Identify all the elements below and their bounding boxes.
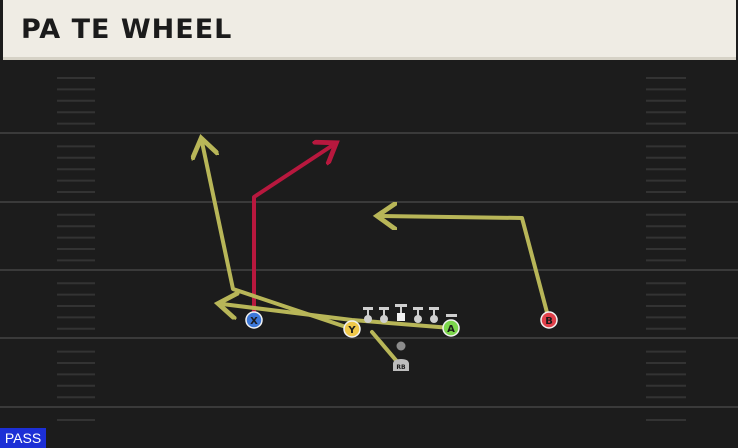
lineman-rt (429, 307, 439, 323)
te-block-mark (446, 314, 457, 317)
offensive-line (363, 304, 457, 323)
lineman-c (395, 304, 407, 321)
quarterback (396, 341, 406, 351)
lineman-lg (379, 307, 389, 323)
route-a-drag (222, 304, 453, 330)
player-a-label: A (447, 324, 455, 335)
player-b[interactable]: B (540, 311, 558, 329)
player-x-label: X (250, 316, 258, 327)
lineman-rg (413, 307, 423, 323)
hash-marks (57, 77, 686, 421)
route-b-comeback (381, 216, 551, 322)
player-y[interactable]: Y (343, 320, 361, 338)
route-x-post-cross (252, 145, 333, 322)
route-rb-flat (370, 330, 402, 367)
play-field: RB X Y A B (0, 63, 738, 428)
yard-lines (0, 132, 738, 408)
lineman-lt (363, 307, 373, 323)
player-rb: RB (393, 359, 409, 371)
player-a[interactable]: A (442, 319, 460, 337)
routes (202, 142, 551, 367)
player-x[interactable]: X (245, 311, 263, 329)
player-b-label: B (545, 316, 553, 327)
player-y-label: Y (347, 325, 356, 336)
play-header: PA TE WHEEL (3, 0, 736, 60)
player-rb-label: RB (396, 364, 406, 371)
play-type-badge: PASS (0, 428, 46, 448)
play-title: PA TE WHEEL (21, 14, 233, 45)
